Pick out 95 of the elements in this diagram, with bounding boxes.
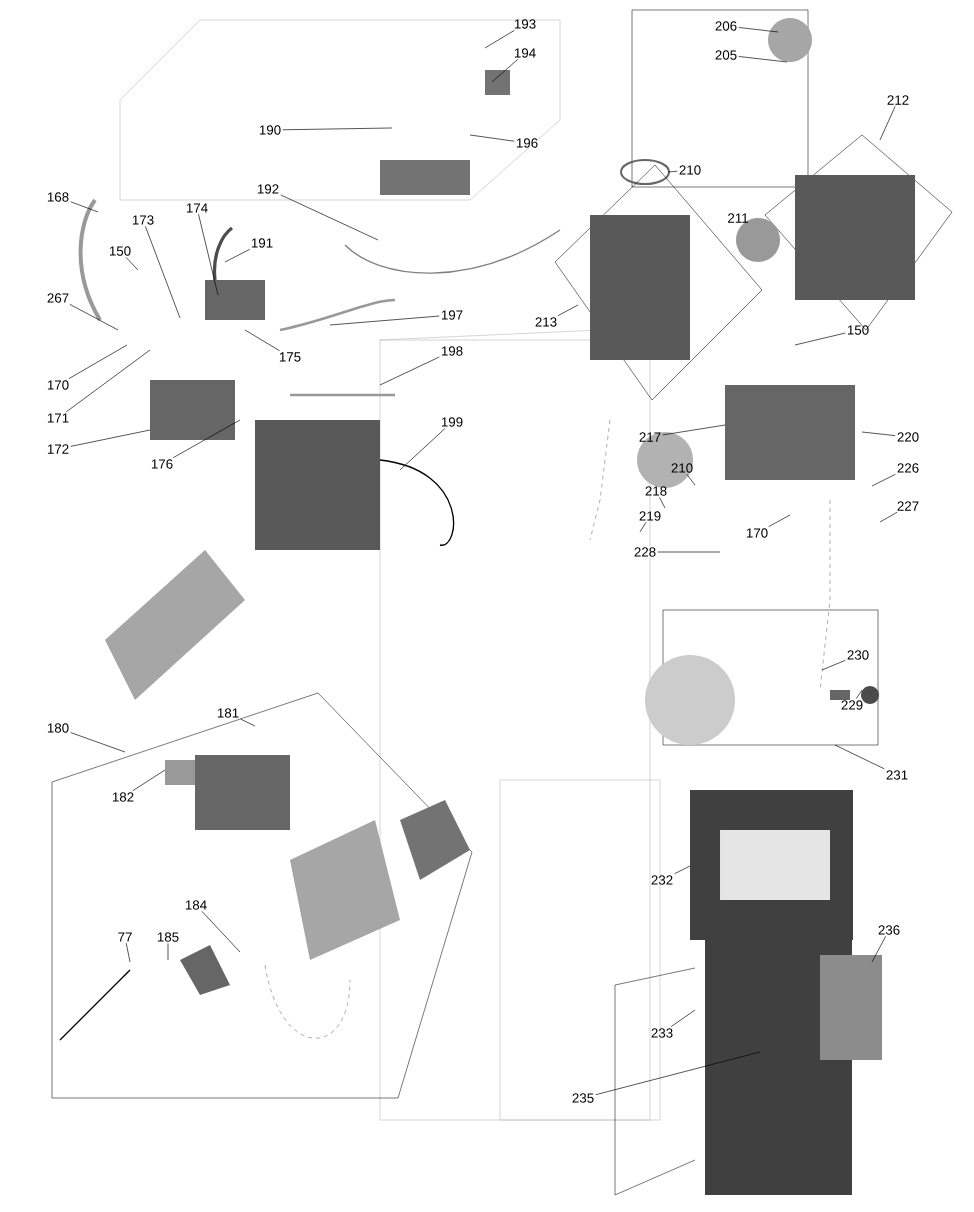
leader-line (240, 718, 256, 727)
callout-number: 193 (514, 19, 536, 29)
callout-number: 190 (259, 125, 281, 135)
leader-line (879, 105, 896, 141)
leader-line (879, 511, 898, 523)
leader-line (670, 1009, 696, 1028)
leader-line (639, 522, 647, 533)
leader-line (68, 344, 128, 379)
callout-number: 170 (47, 380, 69, 390)
leader-line (674, 865, 691, 875)
leader-line (821, 659, 846, 671)
leader-line (484, 30, 515, 49)
leader-line (738, 27, 779, 33)
callout-number: 210 (679, 165, 701, 175)
leader-line (70, 429, 151, 447)
callout-number: 77 (118, 932, 132, 942)
leader-line (659, 497, 666, 509)
leader-line (224, 249, 251, 263)
callout-number: 206 (715, 21, 737, 31)
callout-number: 171 (47, 413, 69, 423)
callout-number: 205 (715, 50, 737, 60)
callout-number: 229 (841, 700, 863, 710)
callout-number: 191 (251, 238, 273, 248)
callout-number: 230 (847, 650, 869, 660)
leader-line (834, 744, 885, 770)
leader-line (167, 943, 169, 961)
leader-line (70, 201, 99, 213)
callout-number: 220 (897, 432, 919, 442)
callout-number: 218 (645, 486, 667, 496)
leader-line (469, 134, 515, 142)
callout-number: 150 (109, 246, 131, 256)
leader-line (861, 431, 896, 436)
leader-line (871, 474, 896, 487)
leader-line (657, 551, 721, 553)
callout-number: 184 (185, 900, 207, 910)
leader-line (69, 304, 119, 331)
leader-line (201, 911, 241, 953)
callout-number: 194 (514, 48, 536, 58)
leader-line (66, 349, 151, 413)
leader-line (662, 424, 726, 436)
callout-number: 219 (639, 511, 661, 521)
leader-line (768, 514, 791, 527)
callout-number: 197 (441, 310, 463, 320)
leader-line (70, 732, 126, 753)
leader-line (855, 689, 863, 700)
leader-line (871, 936, 886, 963)
callout-number: 217 (639, 432, 661, 442)
leader-line (595, 1051, 761, 1096)
callout-number: 176 (151, 459, 173, 469)
leader-line (329, 315, 440, 326)
callout-number: 198 (441, 346, 463, 356)
callout-number: 233 (651, 1028, 673, 1038)
callout-number: 226 (897, 463, 919, 473)
leader-line (132, 769, 166, 792)
leader-line (198, 213, 219, 296)
callout-number: 213 (535, 317, 557, 327)
callout-number: 192 (257, 184, 279, 194)
callout-number: 228 (634, 547, 656, 557)
callout-number: 227 (897, 501, 919, 511)
leader-line (557, 304, 579, 316)
leader-line (399, 428, 446, 471)
callout-number: 175 (279, 352, 301, 362)
leader-line (491, 59, 519, 83)
callout-number: 231 (886, 770, 908, 780)
callout-number: 235 (572, 1093, 594, 1103)
leader-line (125, 942, 131, 963)
leader-line (738, 56, 788, 63)
callout-number: 172 (47, 444, 69, 454)
callout-number: 267 (47, 293, 69, 303)
leader-line (280, 194, 379, 241)
callout-number: 181 (217, 708, 239, 718)
callout-number: 199 (441, 417, 463, 427)
callout-number: 196 (516, 138, 538, 148)
leader-line (686, 474, 696, 486)
leader-line (244, 329, 280, 352)
callout-number: 185 (157, 932, 179, 942)
leader-line (172, 419, 241, 458)
callout-number: 236 (878, 925, 900, 935)
callout-number: 173 (132, 215, 154, 225)
callout-number: 180 (47, 723, 69, 733)
leader-line (379, 356, 440, 386)
leader-line (282, 127, 393, 131)
leader-line (125, 257, 139, 271)
leader-line (794, 332, 846, 346)
callout-number: 150 (847, 325, 869, 335)
callout-number: 211 (728, 213, 748, 223)
callout-number: 232 (651, 875, 673, 885)
callout-number: 212 (887, 95, 909, 105)
leader-line (145, 226, 181, 319)
callout-number: 210 (671, 463, 693, 473)
callout-number: 182 (112, 792, 134, 802)
callout-number: 168 (47, 192, 69, 202)
callout-number: 170 (746, 528, 768, 538)
leader-line (667, 170, 678, 173)
callout-number: 174 (186, 203, 208, 213)
